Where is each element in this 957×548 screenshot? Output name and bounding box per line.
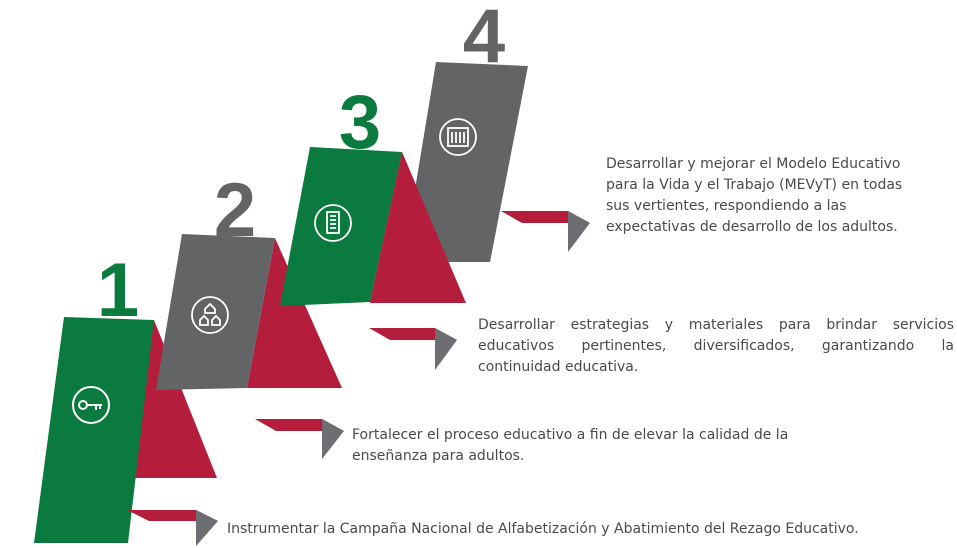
step-4-line-2: para la Vida y el Trabajo (MEVyT) en tod… <box>606 177 903 193</box>
step-4-line-4: expectativas de desarrollo de los adulto… <box>606 219 898 235</box>
step-4-description: Desarrollar y mejorar el Modelo Educativ… <box>606 154 902 238</box>
houses-icon <box>191 296 229 334</box>
step-1-description: Instrumentar la Campaña Nacional de Alfa… <box>227 519 859 540</box>
step-3-panel <box>280 147 402 306</box>
step-3-line-3: continuidad educativa. <box>478 359 639 375</box>
step-1-number: 1 <box>97 248 139 333</box>
step-3-number: 3 <box>339 80 381 165</box>
step-3-line-1: Desarrollar estrategias y materiales par… <box>478 317 954 333</box>
step-1-panel <box>34 317 154 543</box>
arrow-step-1 <box>127 510 218 546</box>
step-4-line-1: Desarrollar y mejorar el Modelo Educativ… <box>606 156 901 172</box>
step-2-number: 2 <box>214 168 256 253</box>
step-4-panel <box>403 62 528 262</box>
arrow-step-4 <box>501 211 590 252</box>
step-2-description: Fortalecer el proceso educativo a fin de… <box>352 425 788 467</box>
arrow-step-3 <box>369 328 457 370</box>
step-2-line-2: enseñanza para adultos. <box>352 448 525 464</box>
step-2-line-1: Fortalecer el proceso educativo a fin de… <box>352 427 789 443</box>
key-icon <box>72 386 110 424</box>
building-icon <box>314 204 352 242</box>
step-1-line-1: Instrumentar la Campaña Nacional de Alfa… <box>227 521 859 537</box>
step-4-line-3: sus vertientes, respondiendo a las <box>606 198 847 214</box>
step-1-red-triangle <box>128 320 217 478</box>
step-3-line-2: educativos pertinentes, diversificados, … <box>478 338 954 354</box>
office-building-icon <box>439 118 477 156</box>
step-4-red-triangle <box>370 152 466 303</box>
step-3-description: Desarrollar estrategias y materiales par… <box>478 315 954 378</box>
step-4-number: 4 <box>463 0 505 79</box>
arrow-step-2 <box>255 419 344 459</box>
step-2-red-triangle <box>247 238 342 388</box>
